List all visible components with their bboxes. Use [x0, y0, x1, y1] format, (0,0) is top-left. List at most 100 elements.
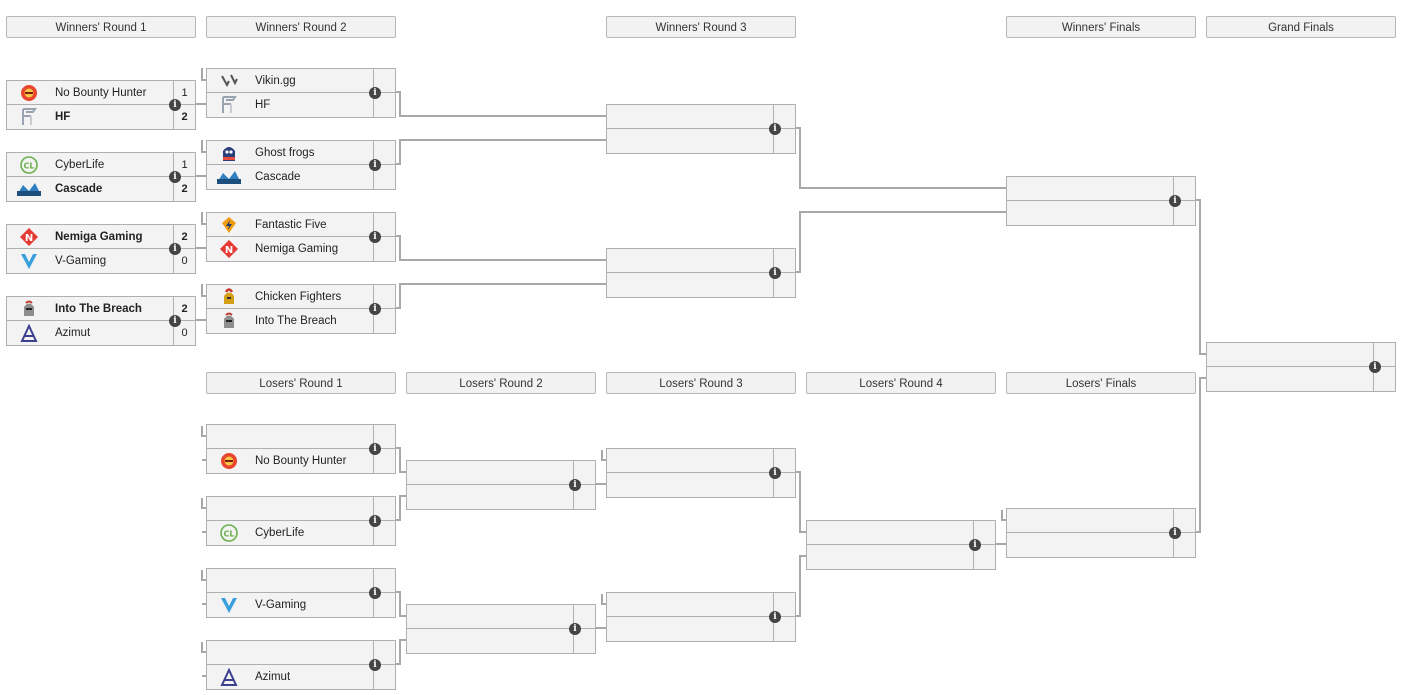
- match-losers-r1-4[interactable]: Azimut i: [206, 640, 396, 690]
- match-info-icon[interactable]: i: [369, 159, 381, 171]
- match-losers-r3-1[interactable]: i: [606, 448, 796, 498]
- match-losers-r1-1[interactable]: No Bounty Hunter i: [206, 424, 396, 474]
- match-losers-r2-2[interactable]: i: [406, 604, 596, 654]
- match-slot-bottom[interactable]: Cascade: [7, 177, 173, 201]
- team-name: V-Gaming: [255, 599, 307, 611]
- match-winners-r2-2[interactable]: Ghost frogs Cascade i: [206, 140, 396, 190]
- header-winners-round-3: Winners' Round 3: [606, 16, 796, 38]
- match-slot-top[interactable]: Fantastic Five: [207, 213, 373, 237]
- match-info-icon[interactable]: i: [169, 171, 181, 183]
- match-winners-r2-3[interactable]: Fantastic Five N Nemiga Gaming i: [206, 212, 396, 262]
- header-winners-round-2: Winners' Round 2: [206, 16, 396, 38]
- match-slot-bottom[interactable]: Into The Breach: [207, 309, 373, 333]
- match-slot-top[interactable]: [607, 449, 773, 473]
- match-slot-top[interactable]: [607, 105, 773, 129]
- match-winners-r3-1[interactable]: i: [606, 104, 796, 154]
- match-losers-r3-2[interactable]: i: [606, 592, 796, 642]
- match-grand-finals[interactable]: i: [1206, 342, 1396, 392]
- match-info-icon[interactable]: i: [169, 315, 181, 327]
- match-info-icon[interactable]: i: [769, 611, 781, 623]
- match-slot-top[interactable]: Ghost frogs: [207, 141, 373, 165]
- match-slot-bottom[interactable]: V-Gaming: [7, 249, 173, 273]
- match-winners-r3-2[interactable]: i: [606, 248, 796, 298]
- match-slot-top[interactable]: No Bounty Hunter: [7, 81, 173, 105]
- match-slot-top[interactable]: Vikin.gg: [207, 69, 373, 93]
- match-slot-top[interactable]: CL CyberLife: [7, 153, 173, 177]
- match-slot-bottom[interactable]: HF: [207, 93, 373, 117]
- match-winners-r2-4[interactable]: Chicken Fighters Into The Breach i: [206, 284, 396, 334]
- match-slot-bottom[interactable]: [807, 545, 973, 569]
- match-info-icon[interactable]: i: [369, 659, 381, 671]
- match-losers-r1-3[interactable]: V-Gaming i: [206, 568, 396, 618]
- match-slot-bottom[interactable]: [407, 485, 573, 509]
- match-winners-r2-1[interactable]: Vikin.gg HF i: [206, 68, 396, 118]
- team-score: [373, 141, 395, 165]
- match-slot-bottom[interactable]: [1007, 533, 1173, 557]
- match-slot-bottom[interactable]: CL CyberLife: [207, 521, 373, 545]
- match-winners-r1-4[interactable]: Into The Breach 2 Azimut 0 i: [6, 296, 196, 346]
- match-slot-top[interactable]: [1007, 509, 1173, 533]
- match-info-icon[interactable]: i: [969, 539, 981, 551]
- match-info-icon[interactable]: i: [1369, 361, 1381, 373]
- match-slot-top[interactable]: [207, 425, 373, 449]
- match-info-icon[interactable]: i: [369, 587, 381, 599]
- match-slot-top[interactable]: [607, 249, 773, 273]
- team-score: [773, 617, 795, 641]
- match-winners-r1-3[interactable]: N Nemiga Gaming 2 V-Gaming 0 i: [6, 224, 196, 274]
- match-info-icon[interactable]: i: [369, 87, 381, 99]
- match-losers-r1-2[interactable]: CL CyberLife i: [206, 496, 396, 546]
- match-info-icon[interactable]: i: [569, 479, 581, 491]
- match-slot-bottom[interactable]: [607, 473, 773, 497]
- match-slot-top[interactable]: [207, 569, 373, 593]
- match-slot-top[interactable]: Into The Breach: [7, 297, 173, 321]
- match-info-icon[interactable]: i: [369, 231, 381, 243]
- match-slot-bottom[interactable]: [607, 617, 773, 641]
- match-slot-top[interactable]: Chicken Fighters: [207, 285, 373, 309]
- match-slot-top[interactable]: [1007, 177, 1173, 201]
- team-name: Cascade: [55, 183, 103, 195]
- match-slot-bottom[interactable]: [607, 129, 773, 153]
- header-losers-round-4: Losers' Round 4: [806, 372, 996, 394]
- match-slot-bottom[interactable]: Azimut: [7, 321, 173, 345]
- team-score: [1173, 177, 1195, 201]
- match-winners-r1-2[interactable]: CL CyberLife 1 Cascade 2 i: [6, 152, 196, 202]
- match-info-icon[interactable]: i: [1169, 527, 1181, 539]
- match-losers-r4-1[interactable]: i: [806, 520, 996, 570]
- match-slot-top[interactable]: [207, 641, 373, 665]
- match-losers-r2-1[interactable]: i: [406, 460, 596, 510]
- match-slot-top[interactable]: [1207, 343, 1373, 367]
- match-info-icon[interactable]: i: [769, 467, 781, 479]
- match-slot-bottom[interactable]: [407, 629, 573, 653]
- team-name: Azimut: [255, 671, 291, 683]
- match-slot-bottom[interactable]: [607, 273, 773, 297]
- match-losers-finals[interactable]: i: [1006, 508, 1196, 558]
- into-the-breach-logo-icon: [224, 312, 234, 328]
- match-slot-top[interactable]: [807, 521, 973, 545]
- match-slot-bottom[interactable]: N Nemiga Gaming: [207, 237, 373, 261]
- match-info-icon[interactable]: i: [369, 303, 381, 315]
- match-slot-top[interactable]: [207, 497, 373, 521]
- match-info-icon[interactable]: i: [769, 267, 781, 279]
- match-slot-bottom[interactable]: No Bounty Hunter: [207, 449, 373, 473]
- match-info-icon[interactable]: i: [169, 243, 181, 255]
- match-winners-finals[interactable]: i: [1006, 176, 1196, 226]
- match-info-icon[interactable]: i: [569, 623, 581, 635]
- match-slot-top[interactable]: [407, 461, 573, 485]
- match-slot-top[interactable]: N Nemiga Gaming: [7, 225, 173, 249]
- match-slot-bottom[interactable]: Cascade: [207, 165, 373, 189]
- match-slot-bottom[interactable]: HF: [7, 105, 173, 129]
- match-slot-bottom[interactable]: Azimut: [207, 665, 373, 689]
- match-winners-r1-1[interactable]: No Bounty Hunter 1 HF 2 i: [6, 80, 196, 130]
- match-slot-bottom[interactable]: [1207, 367, 1373, 391]
- match-info-icon[interactable]: i: [1169, 195, 1181, 207]
- match-info-icon[interactable]: i: [369, 515, 381, 527]
- team-name: Nemiga Gaming: [55, 231, 143, 243]
- match-info-icon[interactable]: i: [769, 123, 781, 135]
- nemiga-logo-icon: N: [220, 240, 238, 258]
- match-slot-bottom[interactable]: [1007, 201, 1173, 225]
- match-info-icon[interactable]: i: [169, 99, 181, 111]
- match-slot-bottom[interactable]: V-Gaming: [207, 593, 373, 617]
- match-slot-top[interactable]: [407, 605, 573, 629]
- match-info-icon[interactable]: i: [369, 443, 381, 455]
- match-slot-top[interactable]: [607, 593, 773, 617]
